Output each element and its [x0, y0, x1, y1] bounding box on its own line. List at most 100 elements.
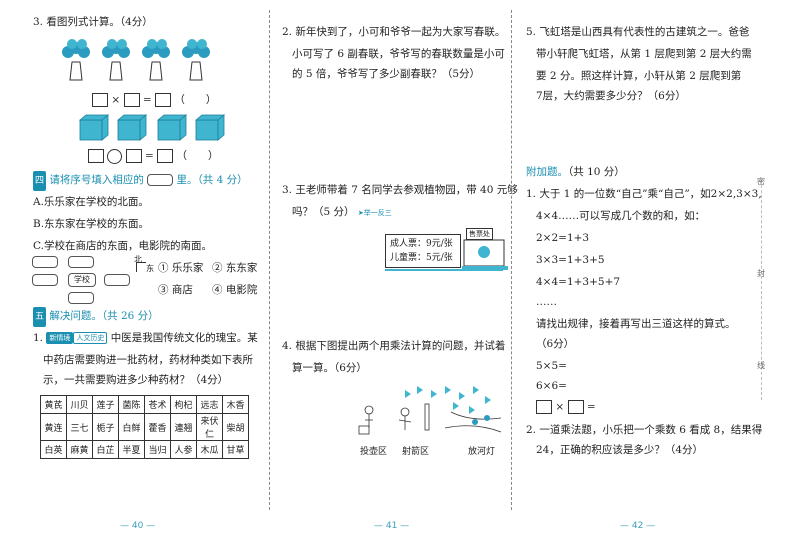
q4-line-1: 4. 根据下图提出两个用乘法计算的问题，并试着 — [282, 340, 506, 352]
operator-circle[interactable] — [107, 148, 123, 164]
equals-sign: = — [586, 401, 596, 413]
q5-line-4: 7层，大约需要多少分？（6分） — [536, 90, 686, 102]
e1-instruction: 请找出规律，接着再写出三道这样的算式。 — [536, 318, 736, 330]
q1-text-line-3: 示，一共需要购进多少种药材？（4分） — [43, 374, 229, 386]
legend-3: ③ 商店 — [158, 284, 193, 296]
answer-box[interactable] — [567, 400, 584, 414]
extra-score: （共 10 分） — [568, 166, 625, 178]
herb-cell: 麻黄 — [66, 440, 93, 459]
answer-box[interactable] — [88, 149, 104, 163]
herbs-table: 黄芪川贝莲子菌陈苍术枸杞远志木香黄连三七栀子白鲜藿香連翘来伏仁柴胡白英麻黄白芷半… — [40, 395, 249, 459]
ground-line — [385, 269, 503, 271]
answer-box[interactable] — [536, 400, 552, 414]
map-slot[interactable] — [32, 274, 58, 286]
legend-4: ④ 电影院 — [212, 284, 258, 296]
answer-box[interactable] — [125, 149, 142, 163]
cubes-illustration — [78, 114, 226, 141]
e2-line-2: 24，正确的积应该是多少？（4分） — [536, 444, 704, 456]
seal-char-2: 封 — [757, 269, 765, 278]
answer-box[interactable] — [92, 93, 108, 107]
answer-eq-row: × = — [536, 400, 596, 414]
child-ticket-price: 儿童票：5元/张 — [390, 253, 453, 263]
herb-cell: 白芷 — [92, 440, 119, 459]
equation-row-2: = （ ） — [88, 148, 219, 164]
answer-eq-6[interactable]: 6×6= — [536, 380, 567, 392]
compass-north: 北 — [134, 255, 142, 264]
unit-paren: （ ） — [176, 150, 219, 162]
adult-ticket-price: 成人票：9元/张 — [390, 239, 453, 249]
statement-a: A.乐乐家在学校的北面。 — [33, 196, 149, 208]
extra-title: 附加题。 — [526, 166, 568, 178]
ticket-office-illustration — [462, 239, 508, 270]
q5-line-1: 5. 飞虹塔是山西具有代表性的古建筑之一。爸爸 — [526, 26, 750, 38]
answer-eq-5[interactable]: 5×5= — [536, 360, 567, 372]
herb-cell: 白英 — [40, 440, 67, 459]
flower-group-2 — [102, 39, 130, 81]
herb-cell: 甘草 — [222, 440, 249, 459]
e1-line-2: 4×4……可以写成几个数的和，如： — [536, 210, 706, 222]
q5-line-2: 带小轩爬飞虹塔，从第 1 层爬到第 2 层大约需 — [536, 48, 752, 60]
example-eq-1: 2×2=1+3 — [536, 232, 590, 244]
herb-cell: 栀子 — [92, 413, 119, 441]
section-5-heading: 五 解决问题。（共 26 分） — [33, 306, 159, 327]
times-sign: × — [111, 94, 121, 106]
q1-line-1: 1. 新情境人文历史 中医是我国传统文化的瑰宝。某 — [33, 328, 258, 348]
q1-number: 1. — [33, 332, 44, 344]
label-pitch-pot: 投壶区 — [360, 447, 388, 457]
label-archery: 射箭区 — [402, 447, 430, 457]
q3-line-1: 3. 王老师带着 7 名同学去参观植物园，带 40 元够 — [282, 184, 518, 196]
flower-group-1 — [62, 39, 90, 81]
page-divider — [511, 10, 512, 510]
page-divider — [269, 10, 270, 510]
table-row: 白英麻黄白芷半夏当归人参木瓜甘草 — [40, 440, 249, 459]
herb-cell: 黄连 — [40, 413, 67, 441]
map-slot[interactable] — [68, 256, 94, 268]
statement-b: B.东东家在学校的东面。 — [33, 218, 150, 230]
seal-char-3: 线 — [757, 361, 765, 370]
legend-1: ① 乐乐家 — [158, 262, 204, 274]
legend-2: ② 东东家 — [212, 262, 258, 274]
q5-line-3: 要 2 分。照这样计算，小轩从第 2 层爬到第 — [536, 70, 742, 82]
answer-box[interactable] — [123, 93, 140, 107]
tag-extend[interactable]: ➤举一反三 — [357, 209, 392, 217]
map-slot[interactable] — [68, 292, 94, 304]
ticket-price-board: 成人票：9元/张 儿童票：5元/张 — [385, 234, 461, 268]
example-eq-3: 4×4=1+3+5+7 — [536, 276, 621, 288]
map-slot[interactable] — [32, 256, 58, 268]
seal-line — [761, 180, 762, 400]
example-eq-2: 3×3=1+3+5 — [536, 254, 605, 266]
section-5-badge: 五 — [33, 307, 47, 327]
answer-box[interactable] — [155, 93, 171, 107]
q2-line-1: 2. 新年快到了，小可和爷爷一起为大家写春联。 — [282, 26, 506, 38]
table-row: 黄芪川贝莲子菌陈苍术枸杞远志木香 — [40, 395, 249, 414]
equation-row-1: × = （ ） — [92, 92, 216, 107]
flower-vase-illustration — [62, 39, 210, 81]
flower-group-3 — [142, 39, 170, 81]
section-4-title: 请将序号填入相应的 — [49, 174, 144, 186]
seal-char-1: 密 — [757, 177, 765, 186]
example-ellipsis: …… — [536, 296, 557, 308]
answer-box[interactable] — [157, 149, 174, 163]
q2-line-3: 的 5 倍，爷爷写了多少副春联？（5分） — [292, 68, 481, 80]
compass-icon — [136, 262, 146, 272]
unit-paren: （ ） — [174, 94, 217, 106]
equals-sign: = — [145, 150, 154, 162]
q3-line-2: 吗？（5 分） ➤举一反三 — [292, 202, 392, 223]
section-4-heading: 四 请将序号填入相应的 里。（共 4 分） — [33, 170, 248, 191]
flower-group-4 — [182, 39, 210, 81]
e1-score: （6分） — [536, 338, 575, 350]
section-4-badge: 四 — [33, 171, 47, 191]
blank-box — [147, 174, 174, 186]
compass-east: 东 — [146, 264, 154, 273]
page-40: 3. 看图列式计算。（4分） × = （ ） — [0, 0, 268, 546]
table-row: 黄连三七栀子白鲜藿香連翘来伏仁柴胡 — [40, 413, 249, 441]
position-map: 学校 — [32, 256, 132, 306]
section-5-title: 解决问题。（共 26 分） — [49, 310, 159, 322]
map-slot[interactable] — [104, 274, 130, 286]
tag-culture-history: 人文历史 — [73, 332, 108, 344]
page-number-40: — 40 — — [120, 521, 156, 531]
q1-text-line-2: 中药店需要购进一批药材，药材种类如下表所 — [43, 354, 253, 366]
q4-line-2: 算一算。（6分） — [292, 362, 367, 374]
q3-title: 3. 看图列式计算。（4分） — [33, 16, 153, 28]
